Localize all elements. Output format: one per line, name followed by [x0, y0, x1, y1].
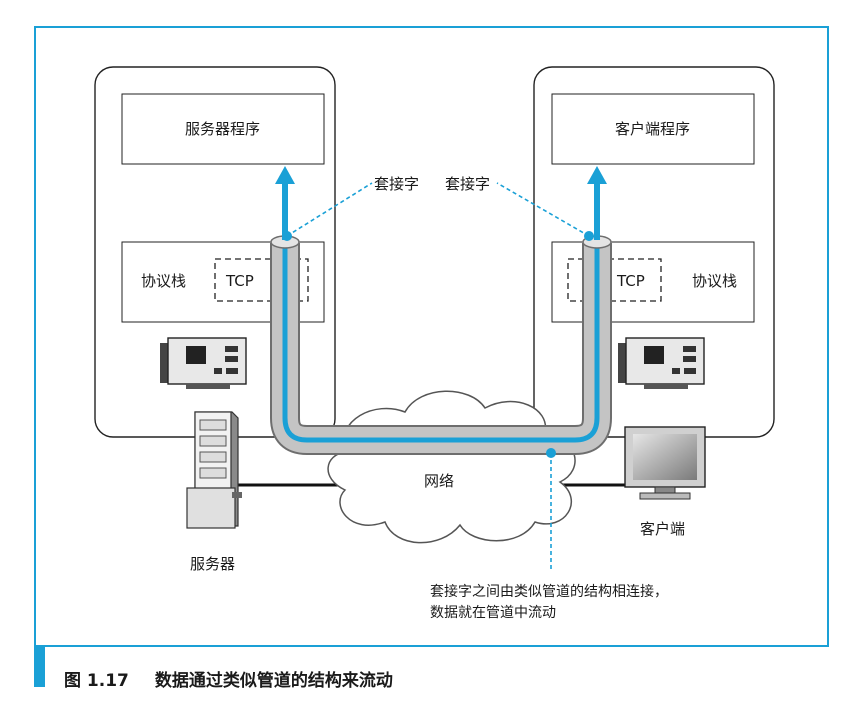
figure-caption: 图 1.17 数据通过类似管道的结构来流动 — [64, 666, 393, 691]
client-stack-label: 协议栈 — [692, 272, 738, 290]
client-tcp-box — [567, 258, 662, 302]
annotation-line-1: 套接字之间由类似管道的结构相连接， — [430, 584, 668, 600]
annotation-dot — [546, 448, 556, 458]
client-arrow-head — [587, 166, 607, 184]
server-socket-dot — [282, 231, 292, 241]
server-arrow-head — [275, 166, 295, 184]
client-device-label: 客户端 — [640, 520, 686, 538]
server-stack-label: 协议栈 — [141, 272, 187, 290]
pipe-flow — [282, 243, 600, 443]
network-label: 网络 — [424, 472, 455, 490]
server-program-label: 服务器程序 — [185, 120, 261, 138]
caption-number: 图 1.17 — [64, 671, 129, 691]
client-socket-label: 套接字 — [445, 175, 491, 193]
server-tcp-label: TCP — [226, 272, 254, 290]
server-nic-icon — [160, 337, 247, 389]
client-program-label: 客户端程序 — [615, 120, 691, 138]
client-tcp-label: TCP — [617, 272, 645, 290]
caption-bar — [34, 647, 45, 687]
network-cloud — [327, 390, 576, 544]
server-device-label: 服务器 — [190, 555, 236, 573]
client-nic-icon — [618, 337, 705, 389]
client-monitor-icon — [624, 426, 706, 500]
annotation-text: 套接字之间由类似管道的结构相连接， 数据就在管道中流动 — [430, 582, 668, 624]
server-program-box — [121, 93, 325, 165]
server-tcp-box — [214, 258, 309, 302]
client-socket-leader — [496, 182, 590, 237]
server-socket-leader — [286, 182, 373, 237]
caption-title: 数据通过类似管道的结构来流动 — [154, 671, 393, 691]
annotation-line-2: 数据就在管道中流动 — [430, 605, 556, 621]
server-tower-icon — [186, 411, 242, 529]
server-socket-label: 套接字 — [374, 175, 420, 193]
client-program-box — [551, 93, 755, 165]
client-socket-dot — [584, 231, 594, 241]
